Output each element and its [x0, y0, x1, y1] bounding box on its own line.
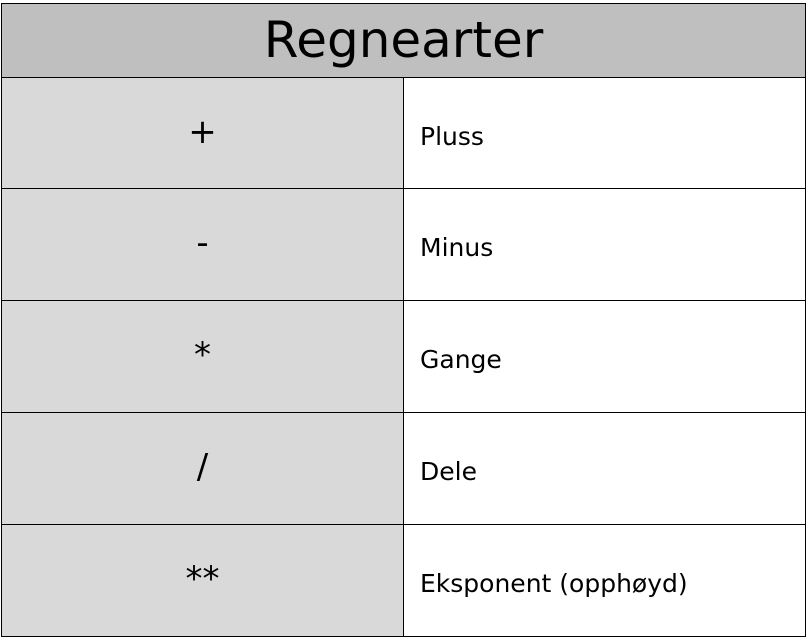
table-row: - Minus [1, 188, 806, 302]
table-title: Regnearter [1, 3, 806, 78]
operator-name: Eksponent (opphøyd) [403, 524, 806, 637]
operator-name: Dele [403, 412, 806, 526]
operator-symbol: ** [1, 524, 404, 637]
operator-name: Gange [403, 300, 806, 414]
operator-symbol: + [1, 76, 404, 190]
operator-name: Pluss [403, 76, 806, 190]
table-row: * Gange [1, 300, 806, 414]
operators-table: Regnearter + Pluss - Minus * Gange / Del… [1, 3, 806, 637]
operator-symbol: / [1, 412, 404, 526]
table-header-row: Regnearter [1, 3, 806, 78]
table-row: + Pluss [1, 76, 806, 190]
table-row: ** Eksponent (opphøyd) [1, 524, 806, 637]
table-row: / Dele [1, 412, 806, 526]
operator-name: Minus [403, 188, 806, 302]
operator-symbol: * [1, 300, 404, 414]
operator-symbol: - [1, 188, 404, 302]
